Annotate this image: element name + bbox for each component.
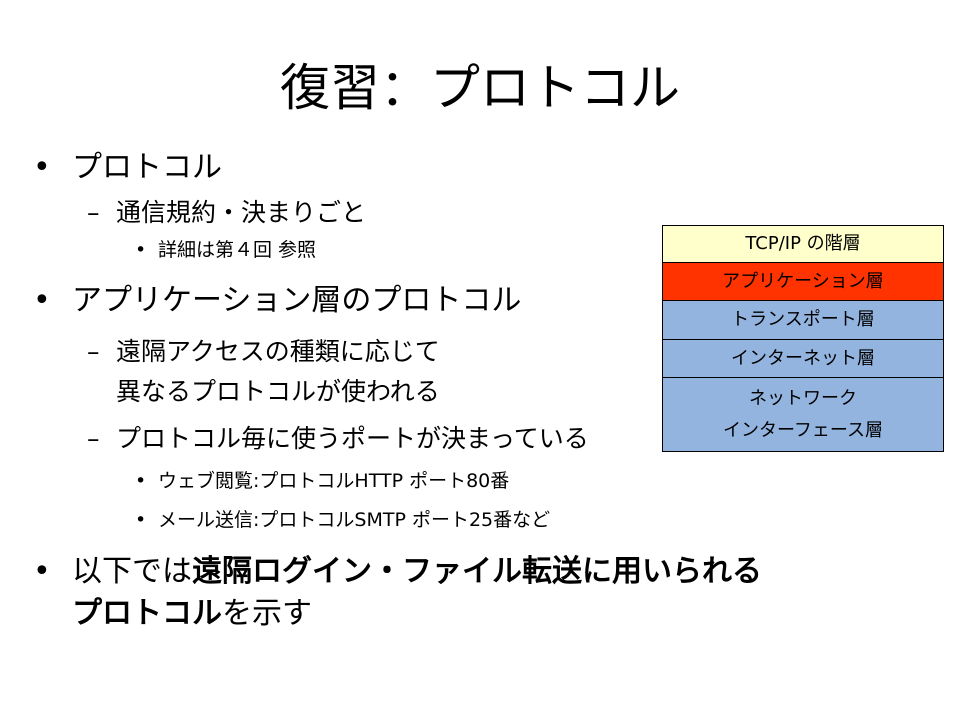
slide-title: 復習：プロトコル	[280, 59, 680, 117]
bullet-application-protocols: アプリケーション層のプロトコル	[72, 283, 522, 318]
bullet-marker-small: •	[135, 239, 147, 261]
following-text-end: を示す	[222, 596, 312, 631]
bullet-marker: •	[33, 150, 51, 185]
bullet-following-line2: プロトコルを示す	[72, 594, 312, 634]
layer-transport-label: トランスポート層	[731, 309, 875, 330]
layer-header: TCP/IP の階層	[663, 225, 943, 262]
layer-network-label-line1: ネットワーク	[749, 387, 857, 409]
layer-transport: トランスポート層	[663, 300, 943, 339]
sub-bullet-definition: 通信規約・決まりごと	[116, 198, 367, 227]
dash-marker: –	[87, 198, 100, 227]
note-details: 詳細は第４回 参照	[158, 239, 317, 261]
example-http: ウェブ閲覧:プロトコルHTTP ポート80番	[158, 470, 510, 492]
bullet-marker-small: •	[135, 509, 147, 531]
sub-bullet-remote-access-line2: 異なるプロトコルが使われる	[116, 377, 440, 406]
dash-marker: –	[87, 424, 100, 453]
sub-bullet-remote-access-line1: 遠隔アクセスの種類に応じて	[116, 337, 440, 366]
layer-internet-label: インターネット層	[731, 347, 875, 369]
bullet-marker: •	[33, 554, 51, 589]
following-text: 以下では	[72, 554, 192, 589]
tcpip-layer-diagram: TCP/IP の階層 アプリケーション層 トランスポート層 インターネット層 ネ…	[662, 225, 944, 452]
layer-application-label: アプリケーション層	[722, 270, 884, 292]
example-smtp: メール送信:プロトコルSMTP ポート25番など	[158, 509, 551, 531]
bullet-marker-small: •	[135, 470, 147, 492]
following-emphasis-protocol: プロトコル	[72, 596, 222, 631]
layer-internet: インターネット層	[663, 339, 943, 377]
layer-application: アプリケーション層	[663, 262, 943, 300]
dash-marker: –	[87, 337, 100, 366]
layer-header-label: TCP/IP の階層	[745, 233, 861, 254]
bullet-following: 以下では遠隔ログイン・ファイル転送に用いられる	[72, 552, 762, 592]
bullet-protocol: プロトコル	[72, 150, 222, 185]
layer-network-interface: ネットワーク インターフェース層	[663, 377, 943, 451]
following-emphasis: 遠隔ログイン・ファイル転送に用いられる	[192, 554, 762, 589]
bullet-marker: •	[33, 283, 51, 318]
sub-bullet-ports: プロトコル毎に使うポートが決まっている	[116, 424, 589, 453]
layer-network-label-line2: インターフェース層	[722, 419, 884, 441]
